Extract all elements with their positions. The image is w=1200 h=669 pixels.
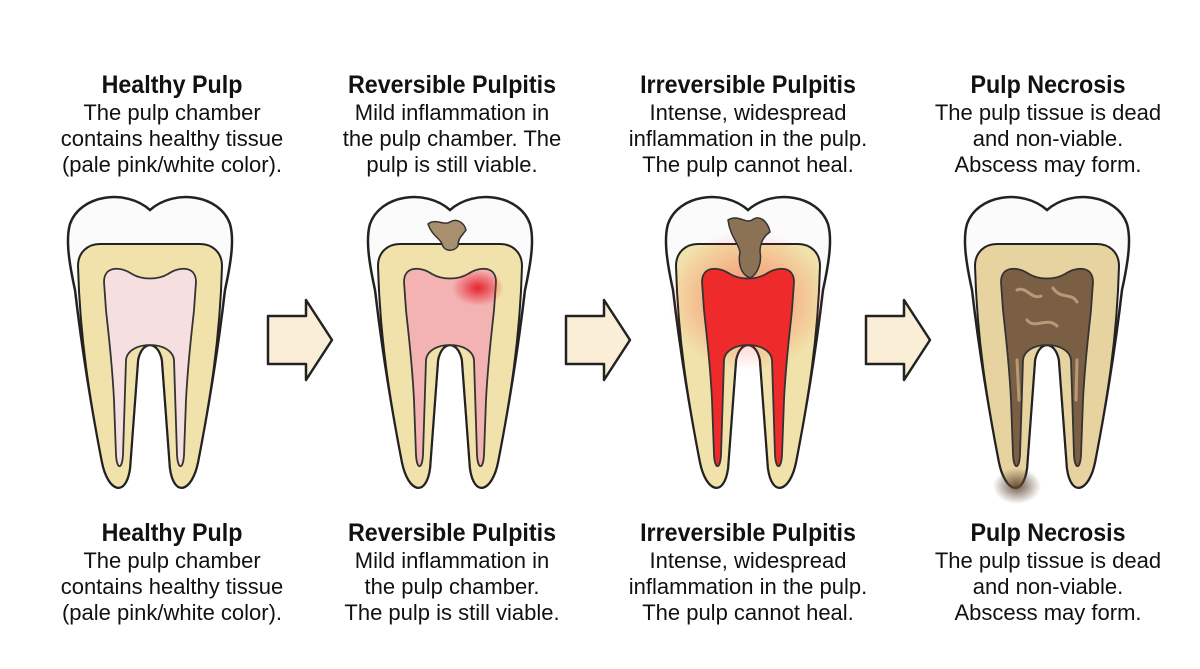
- stage-3-caption-top: Irreversible Pulpitis Intense, widesprea…: [608, 70, 888, 178]
- tooth-irreversible-pulpitis: [664, 195, 832, 489]
- stage-description-line: the pulp chamber. The: [342, 126, 562, 151]
- stage-1-caption-bottom: Healthy Pulp The pulp chamber contains h…: [32, 518, 312, 626]
- stage-description-line: contains healthy tissue: [60, 126, 284, 151]
- stage-3-caption-bottom: Irreversible Pulpitis Intense, widesprea…: [608, 518, 888, 626]
- pulp-chamber: [103, 267, 197, 468]
- caries-lesion: [427, 219, 467, 251]
- necrotic-mottling: [1015, 286, 1079, 402]
- arrow-icon: [864, 298, 932, 382]
- stage-2-caption-top: Reversible Pulpitis Mild inflammation in…: [312, 70, 592, 178]
- stage-description-line: pulp is still viable.: [366, 152, 538, 177]
- stage-description-line: Intense, widespread: [649, 100, 847, 125]
- stage-description-line: Abscess may form.: [954, 600, 1142, 625]
- stage-description-line: (pale pink/white color).: [61, 600, 283, 625]
- arrow-icon: [266, 298, 334, 382]
- pulp-chamber: [403, 267, 497, 468]
- stage-title: Healthy Pulp: [101, 519, 243, 547]
- stage-description-line: and non-viable.: [972, 574, 1124, 599]
- inflammation-spot: [452, 270, 504, 306]
- stage-description-line: The pulp is still viable.: [344, 600, 560, 625]
- tooth-pulp-necrosis: [963, 195, 1131, 504]
- stage-description-line: inflammation in the pulp.: [628, 126, 868, 151]
- stage-title: Reversible Pulpitis: [347, 71, 557, 99]
- stage-description-line: inflammation in the pulp.: [628, 574, 868, 599]
- stage-description-line: The pulp cannot heal.: [642, 600, 854, 625]
- stage-2-caption-bottom: Reversible Pulpitis Mild inflammation in…: [312, 518, 592, 626]
- stage-title: Irreversible Pulpitis: [640, 71, 856, 99]
- stage-description-line: Abscess may form.: [954, 152, 1142, 177]
- pulp-chamber: [1000, 267, 1094, 468]
- stage-description-line: The pulp chamber: [83, 548, 261, 573]
- stage-title: Irreversible Pulpitis: [640, 519, 856, 547]
- stage-description-line: Mild inflammation in: [354, 100, 550, 125]
- abscess: [993, 468, 1041, 504]
- stage-title: Healthy Pulp: [101, 71, 243, 99]
- stage-description-line: The pulp chamber: [83, 100, 261, 125]
- stage-title: Pulp Necrosis: [970, 71, 1126, 99]
- stage-description-line: (pale pink/white color).: [61, 152, 283, 177]
- stage-description-line: the pulp chamber.: [364, 574, 540, 599]
- stage-description-line: The pulp tissue is dead: [934, 100, 1162, 125]
- stage-description-line: contains healthy tissue: [60, 574, 284, 599]
- caries-lesion: [727, 217, 771, 279]
- stage-4-caption-top: Pulp Necrosis The pulp tissue is dead an…: [908, 70, 1188, 178]
- stage-1-caption-top: Healthy Pulp The pulp chamber contains h…: [32, 70, 312, 178]
- stage-description-line: and non-viable.: [972, 126, 1124, 151]
- stage-title: Pulp Necrosis: [970, 519, 1126, 547]
- stage-description-line: The pulp cannot heal.: [642, 152, 854, 177]
- tooth-reversible-pulpitis: [366, 195, 534, 489]
- arrow-icon: [564, 298, 632, 382]
- stage-description-line: Mild inflammation in: [354, 548, 550, 573]
- stage-4-caption-bottom: Pulp Necrosis The pulp tissue is dead an…: [908, 518, 1188, 626]
- stage-title: Reversible Pulpitis: [347, 519, 557, 547]
- stage-description-line: Intense, widespread: [649, 548, 847, 573]
- stage-description-line: The pulp tissue is dead: [934, 548, 1162, 573]
- tooth-healthy: [66, 195, 234, 489]
